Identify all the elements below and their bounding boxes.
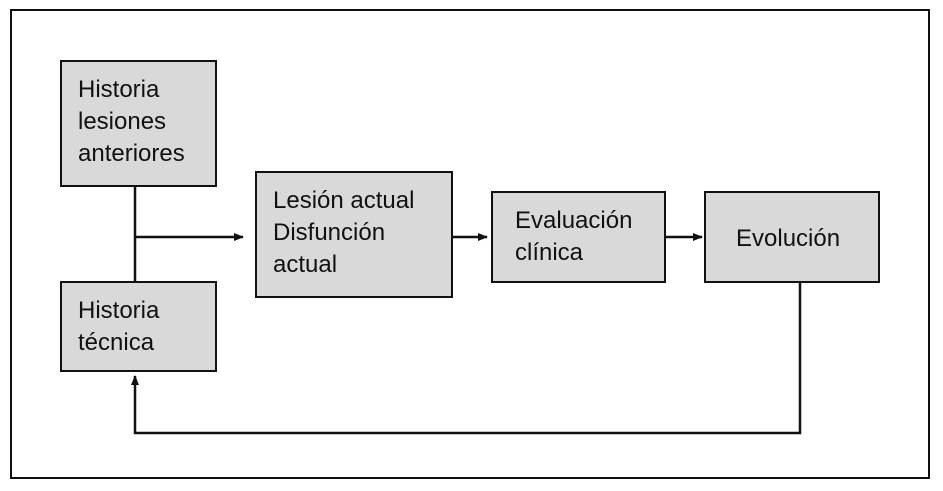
box-label: Evolución <box>736 225 841 252</box>
feedback-loop-arrow <box>131 283 802 435</box>
box-historia-lesiones-anteriores: Historia lesiones anteriores <box>60 60 217 187</box>
box-label: Historia lesiones anteriores <box>78 76 185 167</box>
box-label: Evaluación clínica <box>515 207 633 266</box>
box-evolucion: Evolución <box>704 191 880 283</box>
box-lesion-actual: Lesión actual Disfunción actual <box>255 171 453 298</box>
box-label: Historia técnica <box>78 297 160 356</box>
box-historia-tecnica: Historia técnica <box>60 281 217 372</box>
box-label: Lesión actual Disfunción actual <box>273 187 415 278</box>
box-evaluacion-clinica: Evaluación clínica <box>491 191 666 283</box>
